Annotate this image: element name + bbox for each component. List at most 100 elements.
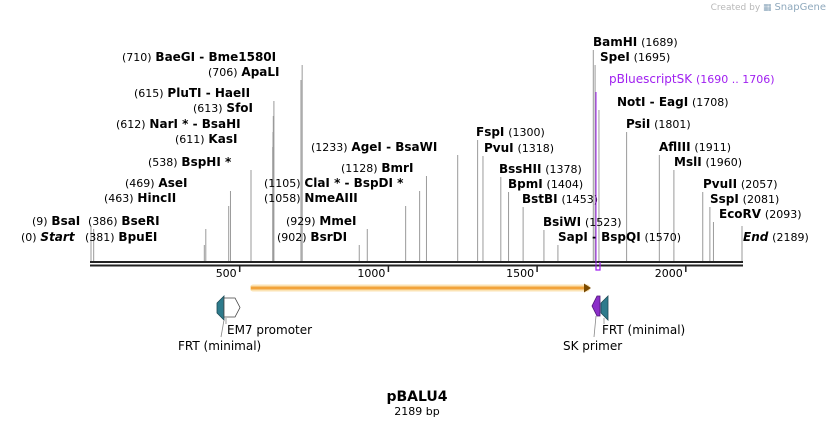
site-name: SfoI [226, 101, 253, 115]
site-label[interactable]: BstBI (1453) [522, 192, 598, 206]
site-position: (386) [88, 215, 118, 228]
site-position: (1300) [508, 126, 545, 139]
site-label[interactable]: SapI - BspQI (1570) [558, 230, 681, 244]
site-name: HincII [137, 191, 176, 205]
site-position: (612) [116, 118, 146, 131]
site-name: SspI [710, 192, 739, 206]
site-name: PluTI - HaeII [167, 86, 250, 100]
site-name: BsaI [51, 214, 80, 228]
site-label[interactable]: BssHII (1378) [499, 162, 582, 176]
backbone-top-strand [90, 261, 743, 263]
site-label[interactable]: MslI (1960) [674, 155, 742, 169]
site-label[interactable]: AflIII (1911) [659, 140, 731, 154]
site-label[interactable]: FspI (1300) [476, 125, 545, 139]
site-label[interactable]: BsiWI (1523) [543, 215, 622, 229]
site-position: (1128) [341, 162, 378, 175]
site-label[interactable]: EcoRV (2093) [719, 207, 802, 221]
site-position: (1570) [645, 231, 682, 244]
site-name: BstBI [522, 192, 558, 206]
site-name: NotI - EagI [617, 95, 688, 109]
primer-name: pBluescriptSK [609, 72, 693, 86]
site-label[interactable]: (469) AseI [125, 176, 187, 190]
site-label[interactable]: (9) BsaI [32, 214, 80, 228]
feature-frt-right[interactable] [600, 295, 609, 321]
site-position: (2093) [765, 208, 802, 221]
primer-marker: pBluescriptSK (1690 .. 1706) [595, 72, 775, 271]
site-label[interactable]: (386) BseRI [88, 214, 160, 228]
feature-frt-left[interactable] [216, 295, 225, 321]
site-position: (1453) [561, 193, 598, 206]
site-position: (469) [125, 177, 155, 190]
site-label[interactable]: BamHI (1689) [593, 35, 678, 49]
feature-label-frt-left: FRT (minimal) [178, 339, 261, 353]
feature-sk-primer[interactable] [591, 295, 601, 317]
site-position: (381) [85, 231, 115, 244]
site-name: Start [40, 230, 75, 244]
plasmid-title: pBALU4 [386, 389, 447, 405]
ruler-tick-label: 1000 [357, 267, 385, 280]
site-label[interactable]: (463) HincII [104, 191, 176, 205]
site-label[interactable]: (381) BpuEI [85, 230, 157, 244]
ruler-tick-label: 500 [216, 267, 237, 280]
site-position: (706) [208, 66, 238, 79]
site-label[interactable]: PvuII (2057) [703, 177, 778, 191]
site-position: (0) [21, 231, 37, 244]
site-label[interactable]: (929) MmeI [286, 214, 356, 228]
site-name: NmeAIII [304, 191, 357, 205]
site-label[interactable]: (1058) NmeAIII [264, 191, 358, 205]
site-label[interactable]: (612) NarI * - BsaHI [116, 117, 241, 131]
site-name: PsiI [626, 117, 650, 131]
site-label[interactable]: PsiI (1801) [626, 117, 691, 131]
site-label[interactable]: (611) KasI [175, 132, 237, 146]
site-label[interactable]: NotI - EagI (1708) [617, 95, 729, 109]
site-position: (615) [134, 87, 164, 100]
site-position: (1708) [692, 96, 729, 109]
site-position: (9) [32, 215, 48, 228]
site-position: (1695) [634, 51, 671, 64]
site-position: (1318) [517, 142, 554, 155]
site-name: EcoRV [719, 207, 762, 221]
site-position: (1233) [311, 141, 348, 154]
site-position: (1404) [547, 178, 584, 191]
site-name: BssHII [499, 162, 541, 176]
site-label[interactable]: (710) BaeGI - Bme1580I [122, 50, 276, 64]
site-position: (2189) [772, 231, 809, 244]
site-position: (929) [286, 215, 316, 228]
site-name: SapI - BspQI [558, 230, 641, 244]
site-label[interactable]: (615) PluTI - HaeII [134, 86, 250, 100]
site-name: End [743, 230, 769, 244]
site-position: (1058) [264, 192, 301, 205]
site-label[interactable]: SspI (2081) [710, 192, 779, 206]
backbone-bottom-strand [90, 264, 743, 267]
site-label[interactable]: (613) SfoI [193, 101, 253, 115]
feature-em7-promoter[interactable] [223, 297, 241, 318]
site-label[interactable]: SpeI (1695) [600, 50, 670, 64]
site-label[interactable]: (706) ApaLI [208, 65, 280, 79]
site-name: MslI [674, 155, 702, 169]
feature-label-em7-promoter: EM7 promoter [227, 323, 312, 337]
credit-brand: SnapGene [774, 2, 826, 13]
site-label[interactable]: End (2189) [743, 230, 809, 244]
site-name: PvuI [484, 141, 514, 155]
site-label[interactable]: (1105) ClaI * - BspDI * [264, 176, 404, 190]
site-label[interactable]: PvuI (1318) [484, 141, 554, 155]
site-name: KasI [208, 132, 237, 146]
snapgene-logo-icon: ▦ [763, 3, 772, 13]
site-label[interactable]: (902) BsrDI [277, 230, 347, 244]
site-label[interactable]: (538) BspHI * [148, 155, 232, 169]
site-label[interactable]: (1128) BmrI [341, 161, 413, 175]
primer-label: pBluescriptSK (1690 .. 1706) [609, 72, 775, 86]
site-position: (1801) [654, 118, 691, 131]
site-name: ClaI * - BspDI * [304, 176, 404, 190]
site-name: AgeI - BsaWI [351, 140, 437, 154]
site-name: AseI [158, 176, 187, 190]
site-label[interactable]: BpmI (1404) [508, 177, 583, 191]
site-name: SpeI [600, 50, 630, 64]
site-label[interactable]: (1233) AgeI - BsaWI [311, 140, 437, 154]
credit-prefix: Created by [710, 3, 761, 13]
site-position: (2057) [741, 178, 778, 191]
feature-label-frt-right: FRT (minimal) [602, 323, 685, 337]
site-label[interactable]: (0) Start [21, 230, 76, 244]
site-position: (1378) [545, 163, 582, 176]
